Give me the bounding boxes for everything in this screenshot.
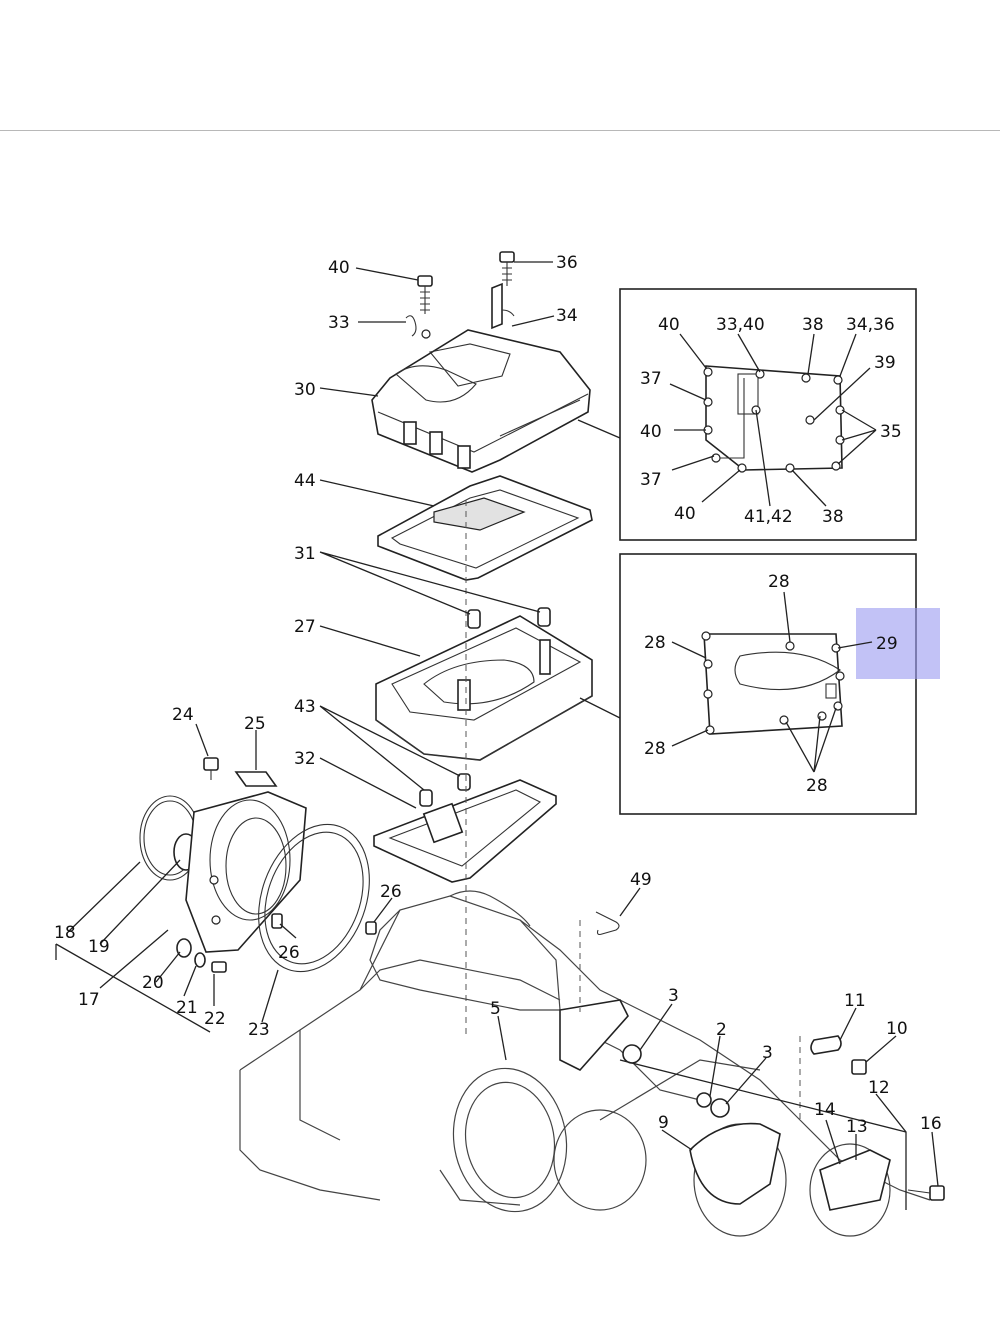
collar-3a[interactable] [622,1044,642,1064]
highlight-29 [856,608,940,679]
inset-label-40-mid[interactable]: 40 [640,422,662,442]
label-30[interactable]: 30 [294,380,316,400]
label-12[interactable]: 12 [868,1078,890,1098]
label-11[interactable]: 11 [844,991,866,1011]
washer-21[interactable] [194,952,206,968]
label-26-lower[interactable]: 26 [278,943,300,963]
label-13[interactable]: 13 [846,1117,868,1137]
label-23[interactable]: 23 [248,1020,270,1040]
dowel-26a[interactable] [271,913,283,929]
gasket-32[interactable] [373,779,557,883]
inset-label-34-36[interactable]: 34,36 [846,315,895,335]
label-43[interactable]: 43 [294,697,316,717]
bracket-13[interactable] [819,1149,891,1211]
inset-label-37-lower[interactable]: 37 [640,470,662,490]
oil-pan-27[interactable] [375,615,593,761]
label-33[interactable]: 33 [328,313,350,333]
label-25[interactable]: 25 [244,714,266,734]
leader-lines [55,261,939,1210]
inset-oilpan-detail [619,553,917,815]
gasket-44[interactable] [377,475,593,581]
bracket-34[interactable] [491,282,515,330]
label-10[interactable]: 10 [886,1019,908,1039]
label-26-upper[interactable]: 26 [380,882,402,902]
clip-49[interactable] [595,911,620,936]
inset-label-39[interactable]: 39 [874,353,896,373]
label-32[interactable]: 32 [294,749,316,769]
cover-17[interactable] [185,791,307,953]
washer-2[interactable] [696,1092,712,1108]
bolt-24[interactable] [203,757,219,780]
plate-25[interactable] [234,771,278,787]
label-34[interactable]: 34 [556,306,578,326]
inset-label-28-bottom-left[interactable]: 28 [644,739,666,759]
label-27[interactable]: 27 [294,617,316,637]
label-24[interactable]: 24 [172,705,194,725]
bracket-5[interactable] [559,920,629,1071]
blank-header [0,0,1000,130]
inset-label-35[interactable]: 35 [880,422,902,442]
inset-cover-detail [619,288,917,541]
bracket-9[interactable] [689,1122,781,1205]
label-14[interactable]: 14 [814,1100,836,1120]
dowel-26b[interactable] [365,921,377,935]
inset-label-28-left[interactable]: 28 [644,633,666,653]
label-44[interactable]: 44 [294,471,316,491]
inset-label-33-40[interactable]: 33,40 [716,315,765,335]
dowel-31a[interactable] [467,609,481,629]
label-3-left[interactable]: 3 [668,986,679,1006]
cover-30[interactable] [371,329,591,473]
clamp-11[interactable] [810,1035,842,1055]
clip-33[interactable] [405,315,431,339]
inset-label-29[interactable]: 29 [876,634,898,654]
label-3-right[interactable]: 3 [762,1043,773,1063]
inset-label-38-top[interactable]: 38 [802,315,824,335]
label-17[interactable]: 17 [78,990,100,1010]
inset-label-40-top[interactable]: 40 [658,315,680,335]
label-16[interactable]: 16 [920,1114,942,1134]
label-9[interactable]: 9 [658,1113,669,1133]
callout-labels: 40 36 33 34 30 44 31 27 43 32 24 25 18 1… [54,253,942,1137]
bolt-40[interactable] [417,275,433,314]
dowel-43b[interactable] [457,773,471,791]
label-36[interactable]: 36 [556,253,578,273]
inset-label-41-42[interactable]: 41,42 [744,507,793,527]
label-19[interactable]: 19 [88,937,110,957]
bolt-36[interactable] [499,251,515,286]
header-divider [0,130,1000,131]
gasket-23[interactable] [239,809,389,987]
label-2[interactable]: 2 [716,1020,727,1040]
label-21[interactable]: 21 [176,998,198,1018]
inset-label-28-top[interactable]: 28 [768,572,790,592]
label-5[interactable]: 5 [490,999,501,1019]
inset-label-28-bottom-right[interactable]: 28 [806,776,828,796]
inset-label-40-bottom[interactable]: 40 [674,504,696,524]
label-40[interactable]: 40 [328,258,350,278]
bolt-22[interactable] [211,961,227,973]
label-20[interactable]: 20 [142,973,164,993]
collar-3b[interactable] [710,1098,730,1118]
label-49[interactable]: 49 [630,870,652,890]
washer-20[interactable] [176,938,192,958]
inset-label-37-upper[interactable]: 37 [640,369,662,389]
inset-label-38-bottom[interactable]: 38 [822,507,844,527]
bolt-10[interactable] [851,1059,867,1075]
dowel-31b[interactable] [537,607,551,627]
dowel-43a[interactable] [419,789,433,807]
bolt-16[interactable] [907,1185,945,1201]
label-18[interactable]: 18 [54,923,76,943]
label-22[interactable]: 22 [204,1009,226,1029]
label-31[interactable]: 31 [294,544,316,564]
